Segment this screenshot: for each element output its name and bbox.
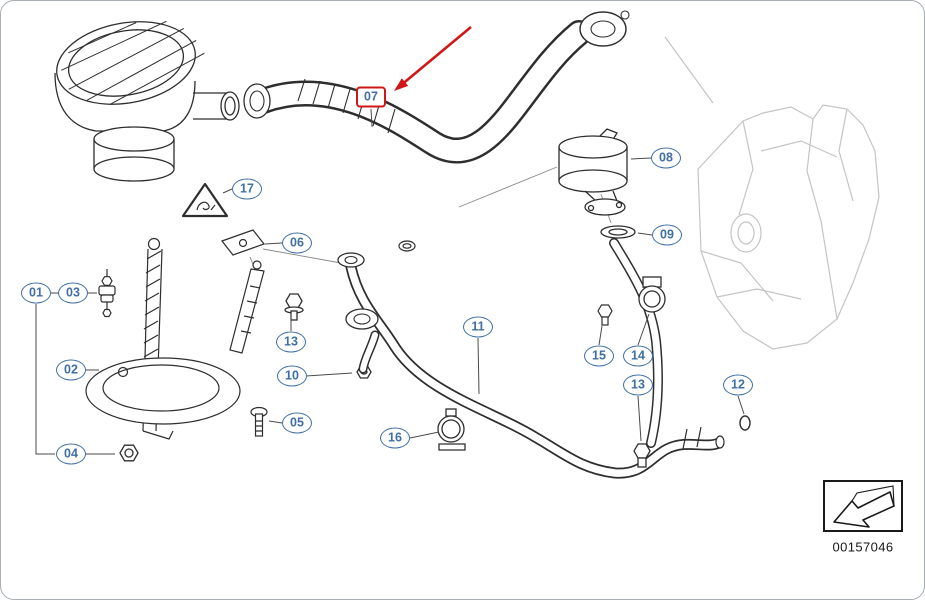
callout-01[interactable]: 01 <box>21 282 51 304</box>
callout-13a[interactable]: 13 <box>276 331 306 353</box>
callout-09[interactable]: 09 <box>652 224 682 246</box>
callout-13b[interactable]: 13 <box>623 374 653 396</box>
air-valve-08 <box>558 128 628 216</box>
clamp-16 <box>437 408 466 451</box>
bracket-plate-06 <box>221 229 265 256</box>
bolt-15 <box>597 304 613 326</box>
highlight-arrow <box>394 26 472 91</box>
pipes-11 <box>337 252 725 479</box>
hose-07 <box>243 10 630 164</box>
callout-05[interactable]: 05 <box>282 412 312 434</box>
clamp-14 <box>638 276 666 313</box>
callout-06[interactable]: 06 <box>282 232 312 254</box>
rubber-mount-03 <box>98 269 116 318</box>
callout-07[interactable]: 07 <box>356 86 386 108</box>
warning-triangle-icon <box>181 182 229 218</box>
pipe-vertical <box>609 238 664 448</box>
engine-block <box>664 36 880 350</box>
callout-16[interactable]: 16 <box>380 427 410 449</box>
callout-11[interactable]: 11 <box>463 316 493 338</box>
callout-04[interactable]: 04 <box>56 443 86 465</box>
bolt-13-lower <box>633 443 651 468</box>
bolt-13-upper <box>284 293 304 321</box>
callout-08[interactable]: 08 <box>651 147 681 169</box>
direction-arrow-icon <box>823 480 903 532</box>
callout-17[interactable]: 17 <box>232 178 262 200</box>
gasket-09 <box>600 225 636 239</box>
callout-02[interactable]: 02 <box>56 359 86 381</box>
screw-05 <box>250 406 268 437</box>
callout-15[interactable]: 15 <box>584 345 614 367</box>
callout-12[interactable]: 12 <box>723 374 753 396</box>
support-bracket-02 <box>85 237 265 440</box>
nut-04 <box>119 444 139 462</box>
air-pump <box>54 20 240 182</box>
diagram-number: 00157046 <box>832 539 894 555</box>
callout-10[interactable]: 10 <box>277 365 307 387</box>
callout-14[interactable]: 14 <box>623 345 653 367</box>
seal-12 <box>739 415 751 431</box>
callout-03[interactable]: 03 <box>58 282 88 304</box>
leader-lines <box>35 108 745 455</box>
seal-ring <box>398 240 416 252</box>
